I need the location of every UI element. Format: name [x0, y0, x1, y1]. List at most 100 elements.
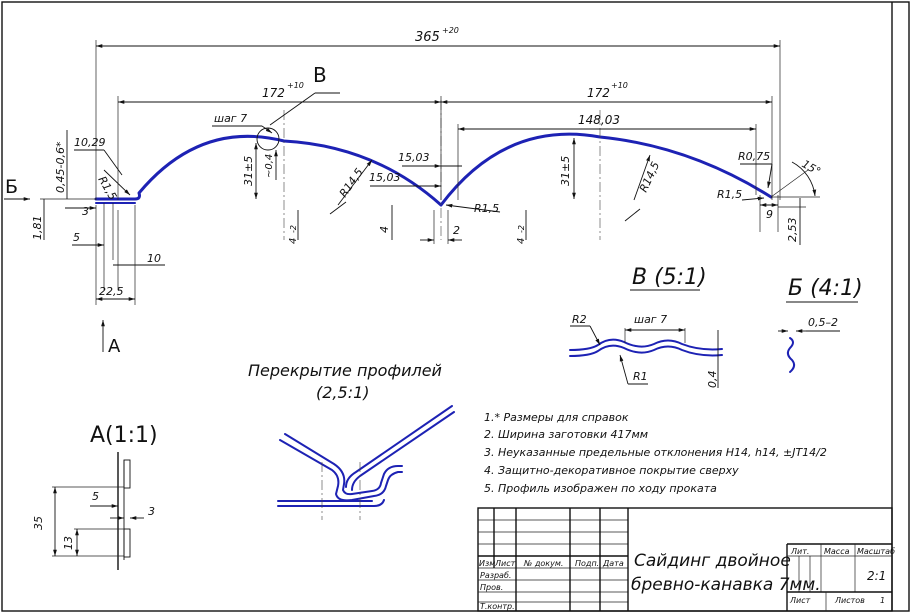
overlap-title: Перекрытие профилей [248, 361, 442, 380]
view-a-title: А(1:1) [90, 423, 158, 448]
depth-label: ~0,4 [264, 154, 275, 178]
svg-text:5: 5 [73, 231, 80, 244]
dim-10: 10 [113, 210, 165, 290]
dim-4-left: 4 -2 [288, 210, 299, 244]
step-label: шаг 7 [214, 112, 247, 125]
svg-text:4: 4 [378, 226, 391, 233]
note-2: 2. Ширина заготовки 417мм [484, 428, 648, 441]
svg-text:+20: +20 [442, 26, 459, 35]
scale-value: 2:1 [867, 569, 886, 583]
svg-text:Изм: Изм [479, 559, 495, 568]
svg-text:+10: +10 [287, 81, 304, 90]
svg-text:4: 4 [516, 238, 527, 244]
main-profile [94, 132, 773, 207]
dim-4-2: 2 4 [378, 205, 462, 244]
leader-v [269, 92, 316, 126]
view-marker-b: Б [5, 176, 18, 198]
dim-253: 2,53 [778, 198, 806, 245]
dim-1029: 10,29 [74, 136, 123, 176]
view-a: А(1:1) 35 13 5 3 [32, 423, 158, 570]
svg-text:0,45-0,6*: 0,45-0,6* [54, 141, 67, 193]
detail-v-title: В (5:1) [632, 265, 707, 290]
view-arrow-a: А [101, 320, 121, 357]
svg-text:+10: +10 [611, 81, 628, 90]
svg-text:Листов: Листов [834, 596, 865, 605]
svg-text:Разраб.: Разраб. [480, 571, 511, 580]
dim-5: 5 [72, 203, 114, 290]
svg-text:31±5: 31±5 [242, 156, 255, 186]
svg-text:13: 13 [62, 536, 75, 550]
radius-145-right: R14,5 [624, 154, 662, 222]
title-line-2: бревно-канавка 7мм. [631, 575, 821, 595]
svg-text:1: 1 [880, 596, 885, 605]
svg-text:10: 10 [147, 252, 161, 265]
svg-text:3: 3 [82, 205, 89, 218]
svg-text:365: 365 [415, 30, 440, 45]
radius-15-mid: R1,5 [445, 202, 501, 215]
title-line-1: Сайдинг двойное [634, 551, 791, 571]
detail-b: Б (4:1) 0,5–2 [778, 276, 863, 373]
svg-text:Лист: Лист [789, 596, 811, 605]
title-block: Изм Лист № докум. Подп. Дата Разраб. Про… [477, 507, 895, 612]
note-4: 4. Защитно-декоративное покрытие сверху [484, 464, 739, 477]
svg-text:А: А [108, 336, 121, 357]
svg-text:Дата: Дата [602, 559, 624, 568]
svg-text:35: 35 [32, 516, 45, 530]
svg-text:2: 2 [453, 224, 460, 237]
dim-4-right: 4 -2 [516, 210, 527, 244]
svg-text:0,5–2: 0,5–2 [808, 316, 838, 329]
svg-text:R0,75: R0,75 [738, 150, 770, 163]
svg-text:R1,5: R1,5 [474, 202, 499, 215]
svg-text:22,5: 22,5 [99, 285, 124, 298]
svg-text:1,81: 1,81 [31, 216, 44, 241]
svg-text:0,4: 0,4 [706, 371, 719, 389]
dim-365: 365 +20 [95, 26, 781, 200]
svg-text:R1: R1 [633, 370, 648, 383]
svg-text:-2: -2 [289, 225, 298, 233]
dim-181: 1,81 [31, 198, 96, 241]
svg-text:Лит.: Лит. [790, 547, 809, 556]
svg-text:15,03: 15,03 [398, 151, 430, 164]
svg-text:Пров.: Пров. [480, 583, 503, 592]
svg-text:Масса: Масса [824, 547, 850, 556]
svg-text:15°: 15° [800, 157, 823, 178]
overlap-detail: Перекрытие профилей (2,5:1) [248, 361, 455, 520]
svg-text:31±5: 31±5 [559, 156, 572, 186]
svg-text:15,03: 15,03 [369, 171, 401, 184]
angle-15: 15° [770, 157, 823, 198]
svg-text:10,29: 10,29 [74, 136, 106, 149]
note-5: 5. Профиль изображен по ходу проката [484, 482, 717, 495]
svg-text:9: 9 [766, 208, 773, 221]
svg-text:3: 3 [148, 505, 155, 518]
dim-31-left: 31±5 [242, 143, 258, 199]
note-3: 3. Неуказанные предельные отклонения H14… [484, 446, 827, 459]
view-marker-v: В [313, 63, 327, 87]
svg-text:шаг 7: шаг 7 [634, 313, 667, 326]
radius-15-left: R1,5 [95, 169, 131, 202]
svg-text:Масштаб: Масштаб [857, 547, 895, 556]
svg-text:148,03: 148,03 [578, 113, 620, 127]
svg-text:R2: R2 [572, 313, 587, 326]
step-leader [261, 125, 273, 134]
svg-text:№ докум.: № докум. [523, 559, 563, 568]
dim-148: 148,03 [457, 113, 757, 200]
radius-145-left: R14,5 [329, 159, 373, 215]
svg-text:4: 4 [288, 238, 299, 244]
svg-text:Подп.: Подп. [575, 559, 599, 568]
svg-text:172: 172 [262, 86, 285, 100]
dim-172-right: 172 +10 [441, 81, 773, 200]
notes: 1.* Размеры для справок 2. Ширина загото… [484, 411, 827, 495]
svg-text:2,53: 2,53 [786, 218, 799, 243]
svg-text:-2: -2 [517, 225, 526, 233]
svg-text:R14,5: R14,5 [637, 160, 662, 195]
dim-3: 3 [65, 205, 96, 218]
dim-9: 9 [759, 195, 779, 232]
svg-text:5: 5 [92, 490, 99, 503]
overlap-scale: (2,5:1) [316, 383, 370, 402]
svg-text:172: 172 [587, 86, 610, 100]
dim-1503: 15,03 15,03 [369, 151, 462, 188]
detail-v: В (5:1) R2 шаг 7 R1 0,4 [569, 265, 723, 389]
svg-text:R14,5: R14,5 [337, 166, 366, 200]
note-1: 1.* Размеры для справок [484, 411, 629, 424]
svg-text:Лист: Лист [494, 559, 516, 568]
